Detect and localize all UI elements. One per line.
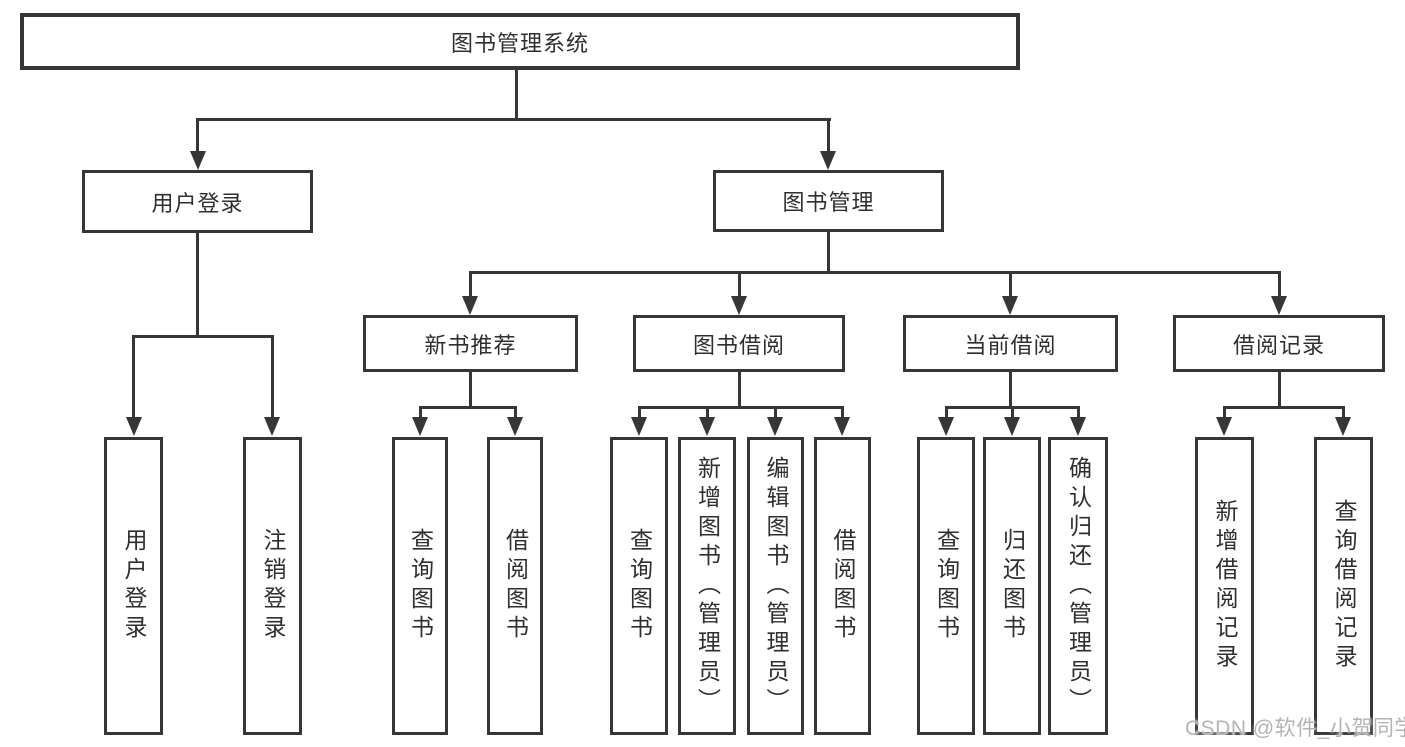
node-new-book-rec-label: 新书推荐 bbox=[424, 332, 517, 358]
leaf-cb-return-books-label: 归还图书 bbox=[999, 528, 1026, 644]
connector-cb-drop-2 bbox=[1011, 406, 1014, 419]
leaf-nbr-query-books-label: 查询图书 bbox=[407, 528, 434, 644]
connector-bb-stem bbox=[738, 372, 741, 406]
connector-br-rail bbox=[1223, 406, 1344, 409]
leaf-logout: 注销登录 bbox=[243, 437, 302, 735]
leaf-nbr-borrow-books-label: 借阅图书 bbox=[502, 528, 529, 644]
leaf-br-add-record: 新增借阅记录 bbox=[1195, 437, 1254, 735]
leaf-cb-return-books: 归还图书 bbox=[983, 437, 1041, 735]
arrowhead-to-borrow-records bbox=[1271, 296, 1287, 315]
node-root: 图书管理系统 bbox=[20, 13, 1020, 70]
connector-userlogin-rail bbox=[133, 335, 274, 338]
connector-bookmgmt-stem bbox=[827, 232, 830, 271]
arrowhead-cb-1 bbox=[938, 417, 954, 436]
leaf-bb-add-books-admin-label: 新增图书（管理员） bbox=[694, 455, 721, 717]
connector-cb-stem bbox=[1009, 372, 1012, 406]
leaf-nbr-borrow-books: 借阅图书 bbox=[487, 437, 543, 735]
connector-root-stem bbox=[515, 70, 518, 118]
leaf-bb-borrow-books-label: 借阅图书 bbox=[830, 528, 856, 644]
leaf-user-login: 用户登录 bbox=[104, 437, 163, 735]
connector-root-rail bbox=[197, 118, 831, 121]
leaf-bb-query-books: 查询图书 bbox=[610, 437, 668, 735]
node-book-borrow: 图书借阅 bbox=[633, 315, 845, 372]
leaf-bb-add-books-admin: 新增图书（管理员） bbox=[678, 437, 736, 735]
node-user-login: 用户登录 bbox=[82, 170, 313, 233]
connector-nbr-stem bbox=[469, 372, 472, 406]
leaf-br-query-record-label: 查询借阅记录 bbox=[1331, 499, 1357, 673]
arrowhead-nbr-2 bbox=[507, 417, 523, 436]
arrowhead-bb-1 bbox=[631, 417, 647, 436]
leaf-logout-label: 注销登录 bbox=[260, 528, 286, 644]
connector-bookmgmt-drop-4 bbox=[1278, 271, 1281, 298]
connector-bb-rail bbox=[638, 406, 844, 409]
connector-bookmgmt-drop-1 bbox=[469, 271, 472, 298]
leaf-bb-borrow-books: 借阅图书 bbox=[814, 437, 871, 735]
node-book-mgmt-label: 图书管理 bbox=[782, 190, 875, 215]
leaf-br-add-record-label: 新增借阅记录 bbox=[1212, 499, 1238, 673]
connector-br-drop-1 bbox=[1223, 406, 1226, 419]
arrowhead-to-new-book-rec bbox=[462, 296, 478, 315]
csdn-watermark: CSDN @软件_小贺同学 bbox=[1185, 717, 1405, 740]
leaf-user-login-label: 用户登录 bbox=[121, 528, 147, 644]
arrowhead-to-book-borrow bbox=[731, 296, 747, 315]
connector-br-drop-2 bbox=[1342, 406, 1345, 419]
node-root-label: 图书管理系统 bbox=[450, 30, 589, 56]
arrowhead-bb-2 bbox=[699, 417, 715, 436]
node-book-borrow-label: 图书借阅 bbox=[692, 332, 785, 358]
node-borrow-records: 借阅记录 bbox=[1173, 315, 1385, 372]
arrowhead-cb-2 bbox=[1004, 417, 1020, 436]
connector-userlogin-drop-2 bbox=[271, 335, 274, 419]
arrowhead-bb-3 bbox=[767, 417, 783, 436]
connector-cb-drop-3 bbox=[1077, 406, 1080, 419]
connector-root-drop-1 bbox=[196, 118, 199, 154]
leaf-bb-query-books-label: 查询图书 bbox=[626, 528, 653, 644]
leaf-nbr-query-books: 查询图书 bbox=[392, 437, 448, 735]
leaf-bb-edit-books-admin: 编辑图书（管理员） bbox=[747, 437, 804, 735]
node-current-borrow: 当前借阅 bbox=[903, 315, 1118, 372]
arrowhead-to-current-borrow bbox=[1002, 296, 1018, 315]
connector-bb-drop-3 bbox=[774, 406, 777, 419]
connector-bookmgmt-rail bbox=[469, 271, 1281, 274]
connector-br-stem bbox=[1278, 372, 1281, 406]
arrowhead-to-login bbox=[126, 417, 142, 436]
node-current-borrow-label: 当前借阅 bbox=[964, 332, 1057, 358]
connector-bb-drop-2 bbox=[706, 406, 709, 419]
connector-bookmgmt-drop-3 bbox=[1009, 271, 1012, 298]
connector-userlogin-stem bbox=[196, 233, 199, 335]
arrowhead-br-2 bbox=[1335, 417, 1351, 436]
connector-nbr-drop-1 bbox=[419, 406, 422, 419]
node-book-mgmt: 图书管理 bbox=[713, 170, 944, 232]
node-borrow-records-label: 借阅记录 bbox=[1232, 332, 1325, 358]
leaf-bb-edit-books-admin-label: 编辑图书（管理员） bbox=[763, 455, 789, 717]
leaf-cb-query-books-label: 查询图书 bbox=[933, 528, 960, 644]
connector-userlogin-drop-1 bbox=[132, 335, 135, 419]
connector-bb-drop-1 bbox=[638, 406, 641, 419]
connector-root-drop-2 bbox=[827, 118, 830, 154]
connector-bookmgmt-drop-2 bbox=[738, 271, 741, 298]
connector-nbr-drop-2 bbox=[514, 406, 517, 419]
connector-bb-drop-4 bbox=[841, 406, 844, 419]
leaf-br-query-record: 查询借阅记录 bbox=[1314, 437, 1373, 735]
leaf-cb-confirm-return-admin-label: 确认归还（管理员） bbox=[1065, 455, 1092, 717]
node-user-login-label: 用户登录 bbox=[151, 190, 244, 216]
arrowhead-br-1 bbox=[1216, 417, 1232, 436]
node-new-book-rec: 新书推荐 bbox=[363, 315, 578, 372]
arrowhead-to-logout bbox=[264, 417, 280, 436]
arrowhead-to-user-login bbox=[190, 151, 206, 170]
arrowhead-nbr-1 bbox=[412, 417, 428, 436]
connector-nbr-rail bbox=[419, 406, 517, 409]
connector-cb-drop-1 bbox=[945, 406, 948, 419]
arrowhead-to-book-mgmt bbox=[820, 151, 836, 170]
leaf-cb-confirm-return-admin: 确认归还（管理员） bbox=[1048, 437, 1108, 735]
arrowhead-cb-3 bbox=[1070, 417, 1086, 436]
arrowhead-bb-4 bbox=[834, 417, 850, 436]
leaf-cb-query-books: 查询图书 bbox=[917, 437, 975, 735]
